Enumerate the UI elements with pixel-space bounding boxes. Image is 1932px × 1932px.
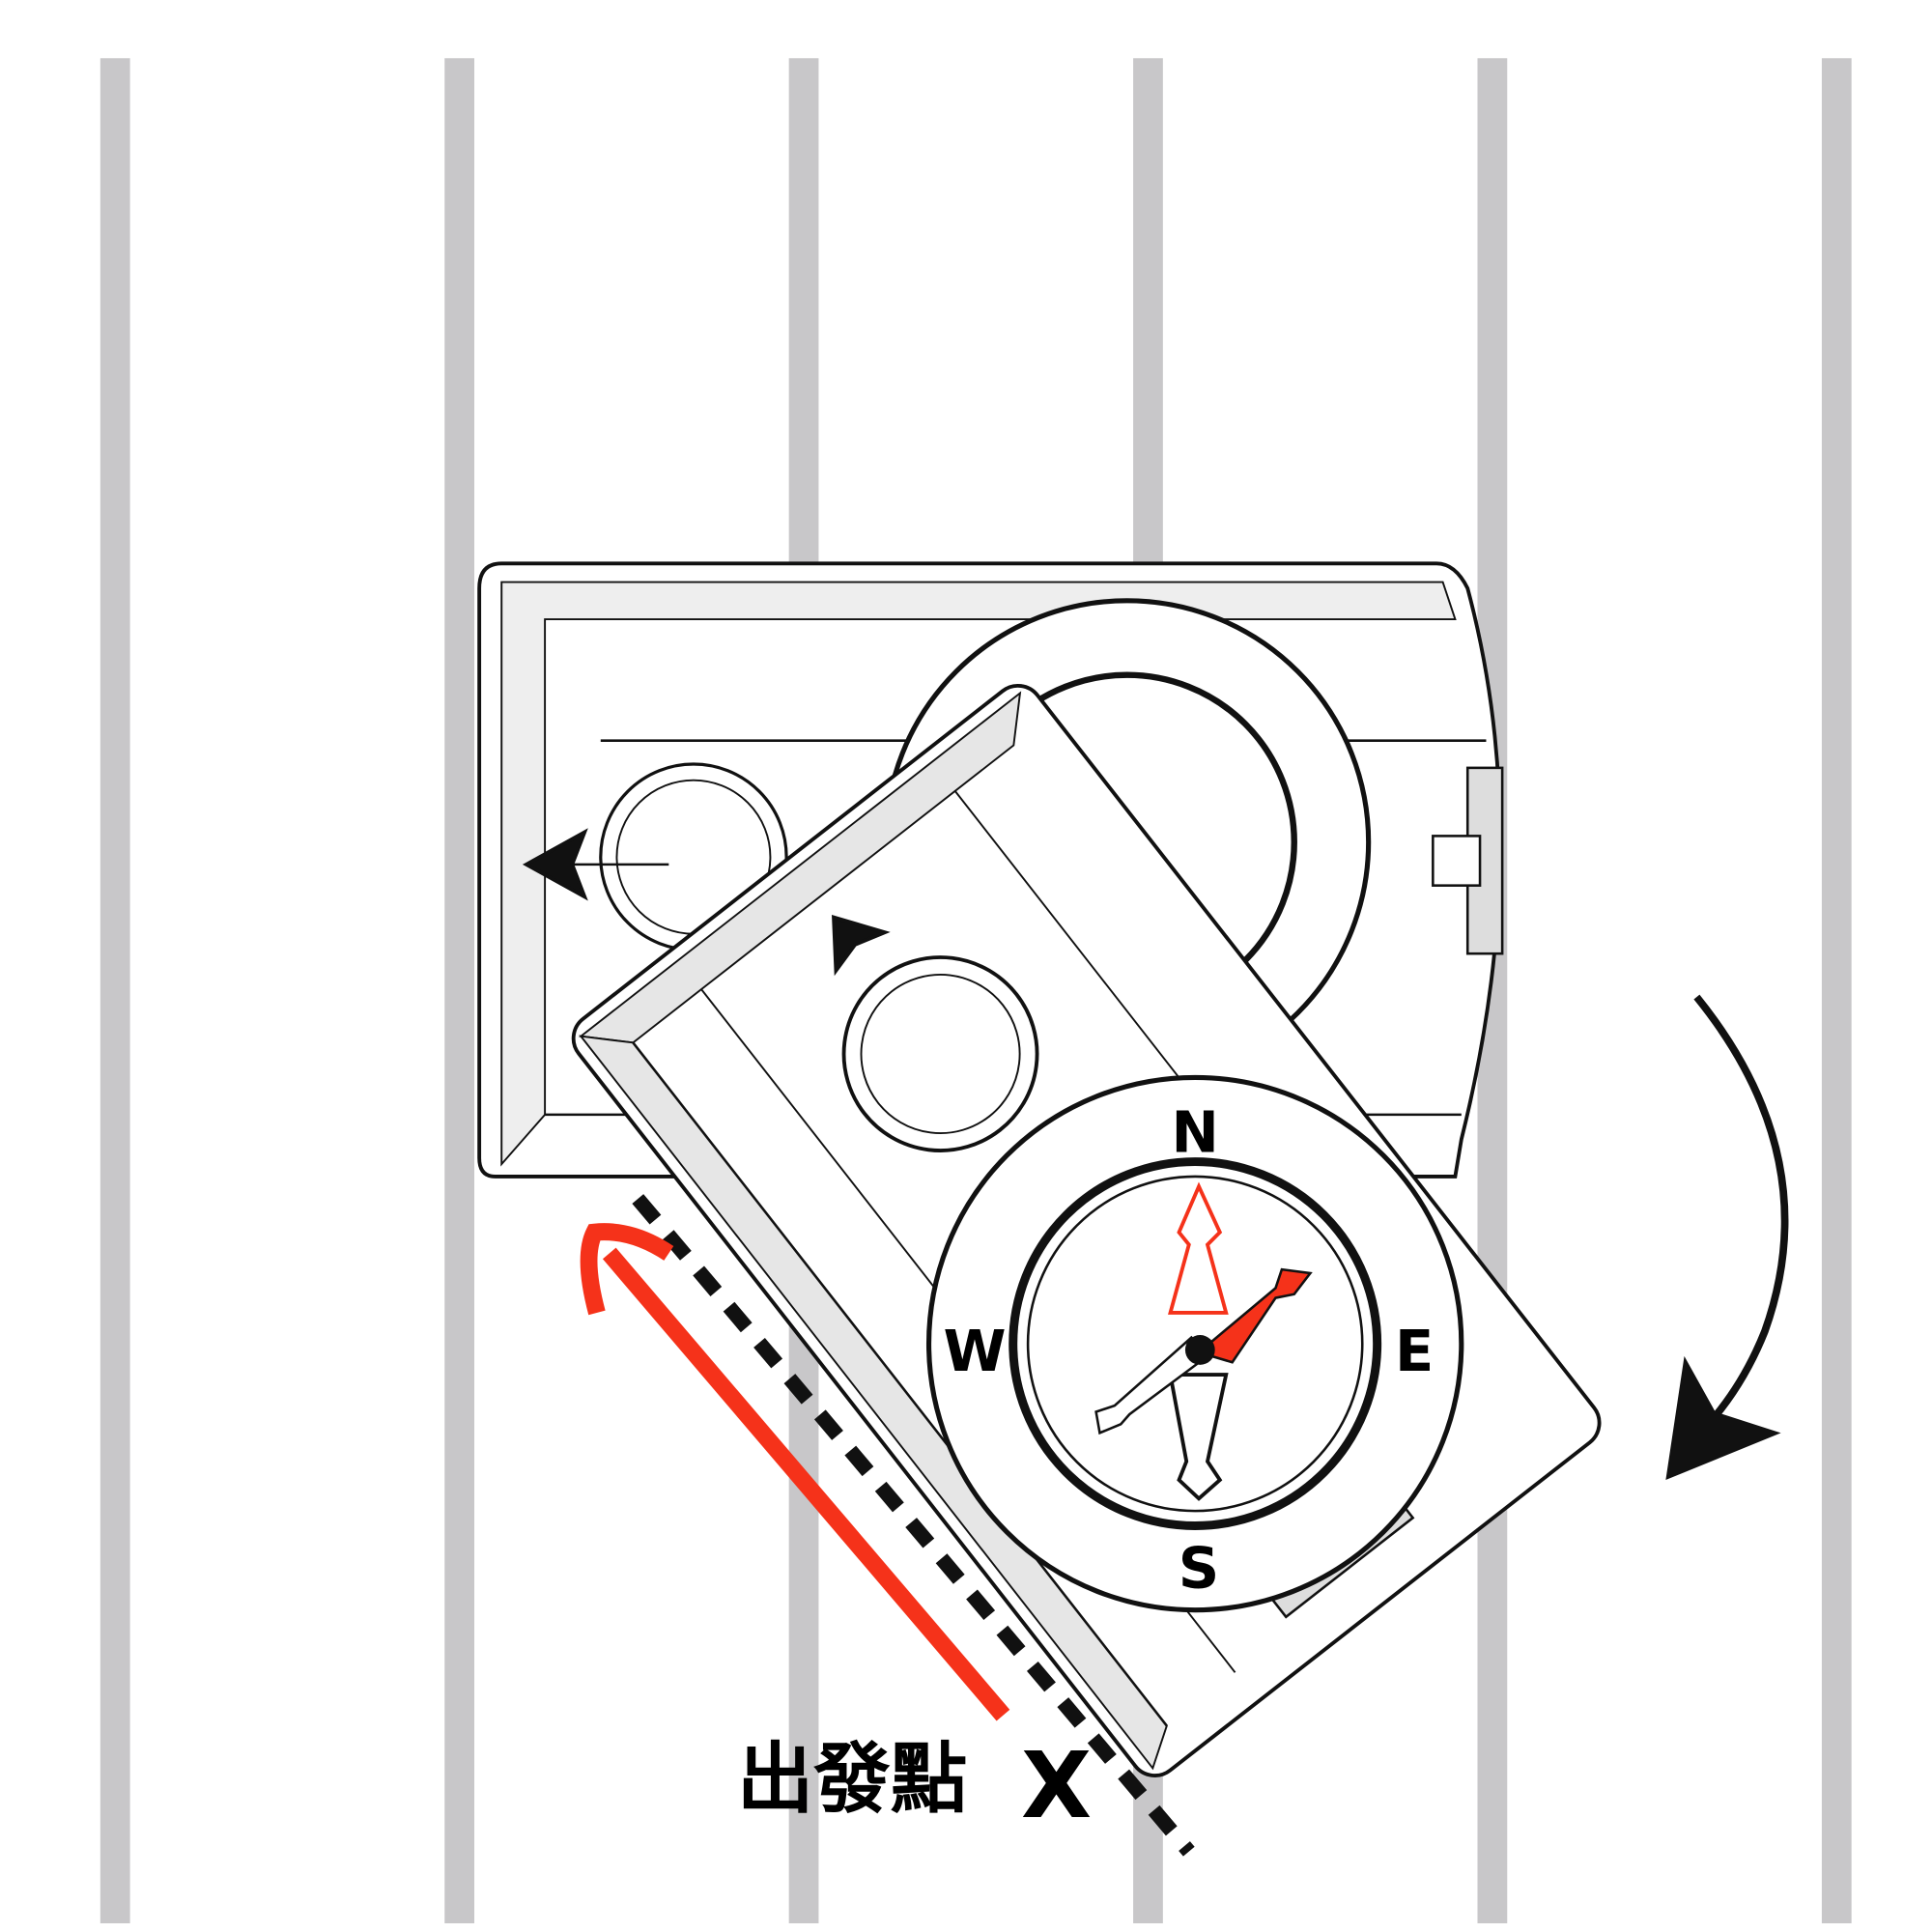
rotation-arrow-icon [1665,994,1789,1481]
start-point-label: 出發點 [737,1734,967,1824]
bearing-dashed-line [632,1194,1195,1857]
compass-east-label: E [1395,1318,1434,1384]
compass-north-label: N [1171,1098,1218,1165]
needle-south-white [1094,1335,1209,1435]
travel-direction-arrow [580,1223,1010,1721]
start-point-marker: X [1021,1733,1092,1839]
grid-line [99,58,130,1924]
compass-west-label: W [943,1318,1006,1384]
grid-line [1821,58,1852,1924]
orienting-arrow-south [1168,1373,1229,1501]
compass-housing: N E S W [925,1074,1464,1613]
needle-pivot [1184,1335,1215,1365]
direction-arrow-icon [832,914,891,977]
compass-south-label: S [1179,1535,1219,1602]
grid-line [444,58,475,1924]
orienting-arrow-north [1168,1181,1229,1315]
needle-north-red [1196,1267,1313,1364]
